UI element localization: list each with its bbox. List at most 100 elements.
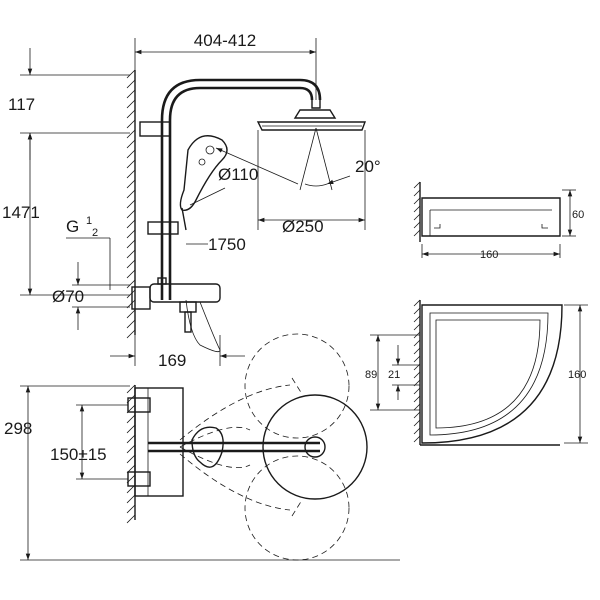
wall-hatch-line xyxy=(413,299,421,307)
wall-hatch-line xyxy=(413,181,421,189)
head-diam-label: Ø250 xyxy=(282,217,324,236)
dim-diam70: Ø70 xyxy=(52,262,130,330)
wall-hatch-line xyxy=(413,403,421,411)
shower-riser xyxy=(139,78,322,300)
dim-head-diam: Ø250 xyxy=(257,130,366,236)
hose-length-label: 1750 xyxy=(208,235,246,254)
wall-hatch-line xyxy=(413,315,421,323)
wall-hatch-line xyxy=(413,435,421,443)
wall-hatch-line xyxy=(413,387,421,395)
wall-hatch-line xyxy=(413,371,421,379)
wall-hatch-line xyxy=(413,197,421,205)
corner-shelf-icon xyxy=(421,197,561,237)
wall-hatch-line xyxy=(126,289,136,299)
wall-hatch-line xyxy=(126,169,136,179)
wall-hatch-line xyxy=(126,249,136,259)
wall-hatch-line xyxy=(126,179,136,189)
shelf-89-label: 89 xyxy=(365,369,377,381)
hand-shower-diam-label: Ø110 xyxy=(218,165,258,184)
wall-hatch-line xyxy=(126,329,136,339)
shelf-21-label: 21 xyxy=(388,369,400,381)
shelf-height-label: 60 xyxy=(572,209,584,221)
wall-hatch-line xyxy=(126,504,136,514)
dim-top-width: 404-412 xyxy=(134,31,317,100)
wall-hatch-line xyxy=(126,109,136,119)
wall-offset-label: 169 xyxy=(158,351,186,370)
wall-hatch-line xyxy=(126,119,136,129)
thread-den: 2 xyxy=(92,227,98,239)
wall-hatch-line xyxy=(126,99,136,109)
wall-hatch-line xyxy=(126,149,136,159)
dim-hose: 1750 xyxy=(186,235,246,254)
dim-total-height-label: 1471 xyxy=(2,203,40,222)
angle-label: 20° xyxy=(355,157,381,176)
shelf-front-view: 60 160 xyxy=(413,181,584,261)
wall-hatch-line xyxy=(126,79,136,89)
swing-range xyxy=(179,333,350,561)
wall-hatch-line xyxy=(413,355,421,363)
wall-hatch-line xyxy=(126,209,136,219)
dim-angle: 20° xyxy=(299,127,381,191)
wall-hatch-line xyxy=(126,514,136,524)
wall-hatch-line xyxy=(126,199,136,209)
wall-hatch-line xyxy=(126,434,136,444)
wall-hatch-line xyxy=(126,444,136,454)
wall-hatch-line xyxy=(413,347,421,355)
wall-hatch-line xyxy=(126,89,136,99)
wall-hatch-line xyxy=(126,319,136,329)
elevation-view: 404-412 117 1471 G 1 2 xyxy=(2,31,381,370)
wall-hatch-line xyxy=(126,239,136,249)
shower-head-icon xyxy=(256,100,367,131)
wall-hatch-line xyxy=(126,279,136,289)
wall-hatch-line xyxy=(413,307,421,315)
wall-hatch-line xyxy=(413,427,421,435)
wall-hatch-line xyxy=(126,259,136,269)
wall-hatch-line xyxy=(413,419,421,427)
dim-hand-shower: Ø110 xyxy=(189,147,299,206)
shelf-width-label: 160 xyxy=(480,249,498,261)
wall-hatch-line xyxy=(126,454,136,464)
wall-hatch-line xyxy=(126,424,136,434)
thermostat-mixer-icon xyxy=(131,277,221,353)
wall-hatch-line xyxy=(126,69,136,79)
wall-hatch-line xyxy=(413,323,421,331)
dim-total-height: 1471 xyxy=(2,133,130,296)
wall-hatch-line xyxy=(126,139,136,149)
wall-hatch-icon xyxy=(126,69,136,339)
dim-inlet-spacing: 150±15 xyxy=(50,404,128,480)
wall-hatch-line xyxy=(126,269,136,279)
dim-wall-offset: 169 xyxy=(110,335,245,370)
dim-top-width-label: 404-412 xyxy=(194,31,256,50)
hand-shower-icon xyxy=(179,135,228,231)
wall-hatch-line xyxy=(413,221,421,229)
dim-top-height: 117 xyxy=(8,48,130,160)
wall-hatch-line xyxy=(126,384,136,394)
plan-depth-label: 298 xyxy=(4,419,32,438)
wall-hatch-line xyxy=(413,229,421,237)
wall-hatch-line xyxy=(413,339,421,347)
wall-hatch-line xyxy=(413,189,421,197)
wall-hatch-line xyxy=(126,309,136,319)
diam70-label: Ø70 xyxy=(52,287,84,306)
thread-num: 1 xyxy=(86,215,92,227)
plan-view: 298 150±15 xyxy=(4,333,400,561)
inlet-spacing-label: 150±15 xyxy=(50,445,107,464)
wall-hatch-line xyxy=(126,494,136,504)
wall-hatch-line xyxy=(413,395,421,403)
wall-hatch-line xyxy=(126,414,136,424)
wall-hatch-line xyxy=(126,129,136,139)
wall-hatch-line xyxy=(126,159,136,169)
dim-top-height-label: 117 xyxy=(8,95,35,114)
wall-hatch-line xyxy=(126,229,136,239)
dim-plan-depth: 298 xyxy=(4,385,400,561)
wall-hatch-line xyxy=(413,205,421,213)
wall-hatch-line xyxy=(413,411,421,419)
shelf-depth-label: 160 xyxy=(568,369,586,381)
wall-hatch-line xyxy=(413,213,421,221)
dim-thread: G 1 2 xyxy=(66,215,111,290)
thread-label: G xyxy=(66,217,79,236)
wall-hatch-line xyxy=(126,189,136,199)
wall-hatch-line xyxy=(126,219,136,229)
shelf-top-view: 89 21 160 xyxy=(365,299,588,446)
